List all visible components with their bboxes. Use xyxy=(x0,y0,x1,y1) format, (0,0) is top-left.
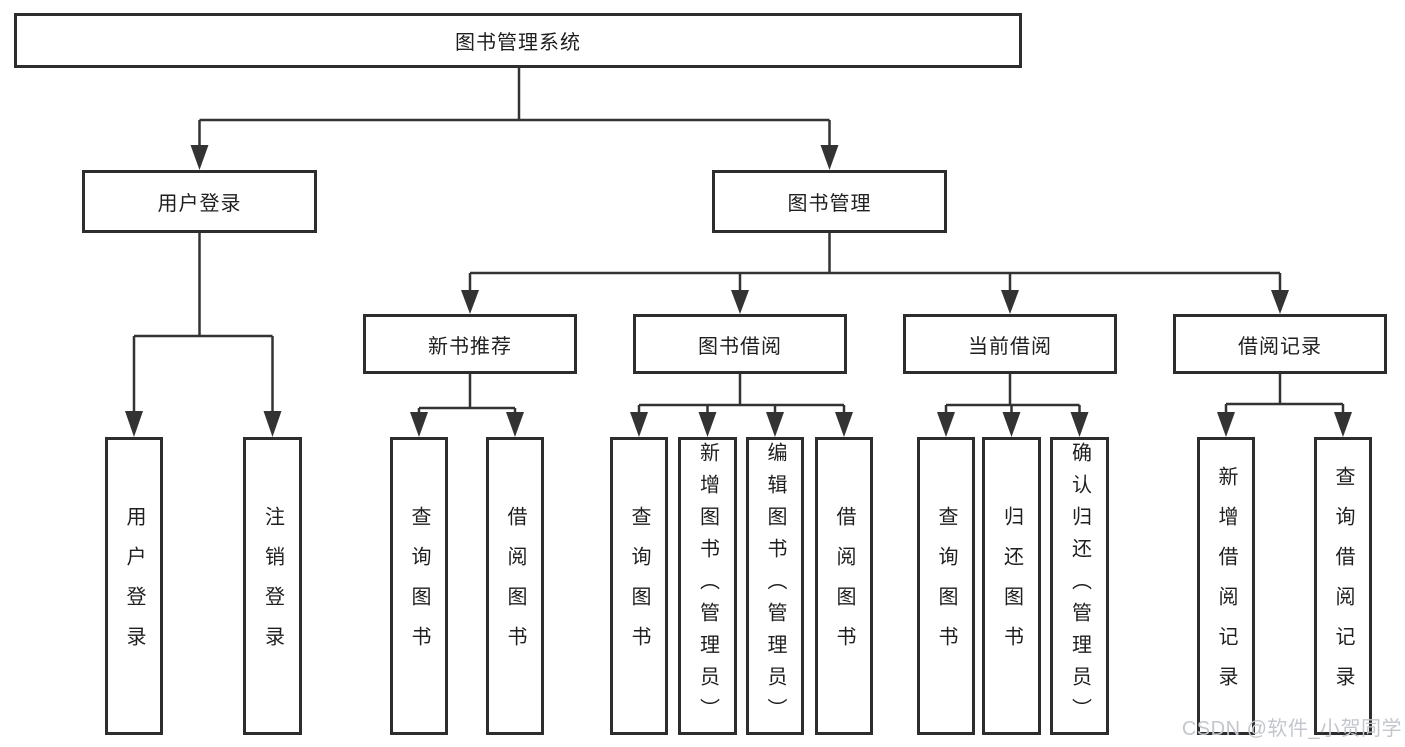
leaf-return-books: 归还图书 xyxy=(982,437,1041,735)
leaf-query-books-1-label: 查询图书 xyxy=(408,506,430,666)
leaf-query-books-2-label: 查询图书 xyxy=(628,506,650,666)
leaf-query-books-3: 查询图书 xyxy=(917,437,975,735)
leaf-edit-book-admin: 编辑图书（管理员） xyxy=(746,437,804,735)
node-borrow-records: 借阅记录 xyxy=(1173,314,1387,374)
leaf-add-borrow-record-label: 新增借阅记录 xyxy=(1215,466,1237,706)
leaf-edit-book-admin-label: 编辑图书（管理员） xyxy=(764,442,786,730)
leaf-query-borrow-record-label: 查询借阅记录 xyxy=(1332,466,1354,706)
leaf-confirm-return-admin: 确认归还（管理员） xyxy=(1050,437,1109,735)
node-user-login: 用户登录 xyxy=(82,170,317,233)
leaf-logout-label: 注销登录 xyxy=(261,506,284,666)
node-current-borrow-label: 当前借阅 xyxy=(968,335,1052,358)
node-new-book-recommend-label: 新书推荐 xyxy=(428,335,512,358)
leaf-borrow-books-2-label: 借阅图书 xyxy=(833,506,855,666)
leaf-query-books-2: 查询图书 xyxy=(610,437,668,735)
leaf-user-login-label: 用户登录 xyxy=(123,506,145,666)
node-book-management-label: 图书管理 xyxy=(787,193,872,215)
leaf-query-borrow-record: 查询借阅记录 xyxy=(1314,437,1372,735)
connector-stems xyxy=(132,68,1345,414)
leaf-borrow-books-1-label: 借阅图书 xyxy=(504,506,526,666)
node-user-login-label: 用户登录 xyxy=(157,193,242,215)
leaf-confirm-return-admin-label: 确认归还（管理员） xyxy=(1068,442,1091,730)
leaf-add-borrow-record: 新增借阅记录 xyxy=(1197,437,1255,735)
leaf-borrow-books-2: 借阅图书 xyxy=(815,437,873,735)
leaf-query-books-1: 查询图书 xyxy=(390,437,448,735)
leaf-add-book-admin: 新增图书（管理员） xyxy=(678,437,737,735)
leaf-add-book-admin-label: 新增图书（管理员） xyxy=(696,442,719,730)
node-root-label: 图书管理系统 xyxy=(455,32,581,54)
leaf-user-login: 用户登录 xyxy=(105,437,163,735)
node-borrow-records-label: 借阅记录 xyxy=(1238,335,1322,358)
node-book-management: 图书管理 xyxy=(712,170,947,233)
leaf-query-books-3-label: 查询图书 xyxy=(935,506,957,666)
node-book-borrow: 图书借阅 xyxy=(633,314,847,374)
node-new-book-recommend: 新书推荐 xyxy=(363,314,577,374)
node-root: 图书管理系统 xyxy=(14,13,1022,68)
leaf-borrow-books-1: 借阅图书 xyxy=(486,437,544,735)
leaf-logout: 注销登录 xyxy=(243,437,302,735)
connector-arrowheads xyxy=(125,145,1352,437)
node-book-borrow-label: 图书借阅 xyxy=(698,335,782,358)
watermark-text: CSDN @软件_小贺同学 xyxy=(1181,718,1402,740)
leaf-return-books-label: 归还图书 xyxy=(1000,506,1023,666)
node-current-borrow: 当前借阅 xyxy=(903,314,1117,374)
